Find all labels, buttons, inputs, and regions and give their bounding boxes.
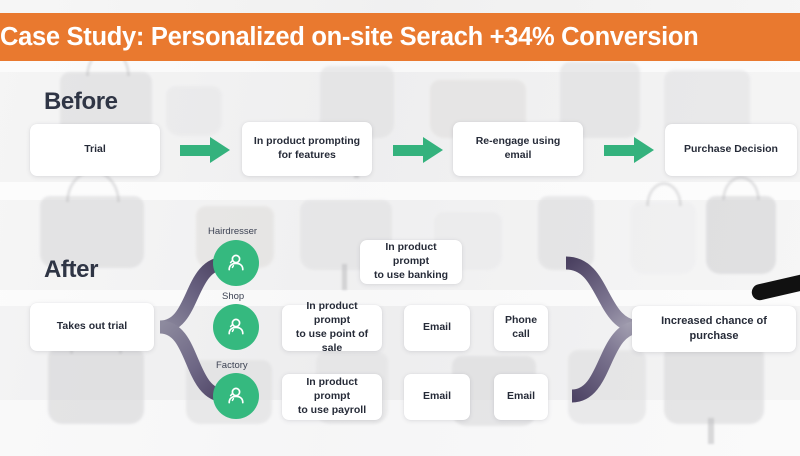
persona-avatar-hairdresser[interactable] xyxy=(213,240,259,286)
persona-avatar-shop[interactable] xyxy=(213,304,259,350)
before-connector-arrow-3 xyxy=(604,137,654,163)
background-bag xyxy=(664,346,764,424)
title-banner: Case Study: Personalized on-site Serach … xyxy=(0,13,800,61)
after-outcome-label: Increased chance of purchase xyxy=(661,315,767,342)
arrow-right-icon xyxy=(393,145,425,156)
arrow-right-icon xyxy=(604,145,636,156)
background-bag xyxy=(48,348,144,424)
after-step-label-factory-email-1: Email xyxy=(422,390,451,403)
persona-label-factory: Factory xyxy=(216,360,248,371)
after-step-label-shop-email: Email xyxy=(422,321,451,334)
background-bag xyxy=(706,196,776,274)
background-bag-stand xyxy=(708,418,714,444)
person-icon xyxy=(228,318,244,335)
background-bag xyxy=(166,86,222,136)
before-step-label-1: Trial xyxy=(84,143,106,156)
after-entry-label: Takes out trial xyxy=(56,320,128,333)
person-icon xyxy=(228,254,244,271)
background-bag xyxy=(40,196,144,268)
persona-avatar-factory[interactable] xyxy=(213,373,259,419)
before-connector-arrow-2 xyxy=(393,137,443,163)
after-entry-card[interactable]: Takes out trial xyxy=(30,303,154,351)
after-step-card-factory-email-2[interactable]: Email xyxy=(494,374,548,420)
persona-label-hairdresser: Hairdresser xyxy=(208,226,258,237)
after-step-label-factory-email-2: Email xyxy=(506,390,535,403)
before-step-card-4[interactable]: Purchase Decision xyxy=(665,124,797,176)
arrow-right-icon xyxy=(180,145,212,156)
section-heading-after: After xyxy=(44,256,99,283)
background-bag xyxy=(630,202,696,274)
arrow-right-head xyxy=(423,137,443,163)
after-outcome-card[interactable]: Increased chance of purchase xyxy=(632,306,796,352)
before-step-label-4: Purchase Decision xyxy=(684,143,778,156)
persona-label-shop: Shop xyxy=(222,291,245,302)
arrow-right-head xyxy=(210,137,230,163)
after-step-card-factory-email-1[interactable]: Email xyxy=(404,374,470,420)
before-step-card-1[interactable]: Trial xyxy=(30,124,160,176)
background-bag-stand xyxy=(342,264,347,290)
after-step-card-shop-email[interactable]: Email xyxy=(404,305,470,351)
person-icon xyxy=(228,387,244,404)
arrow-right-head xyxy=(634,137,654,163)
page-title: Case Study: Personalized on-site Serach … xyxy=(0,22,699,51)
before-connector-arrow-1 xyxy=(180,137,230,163)
section-heading-before: Before xyxy=(44,88,118,115)
